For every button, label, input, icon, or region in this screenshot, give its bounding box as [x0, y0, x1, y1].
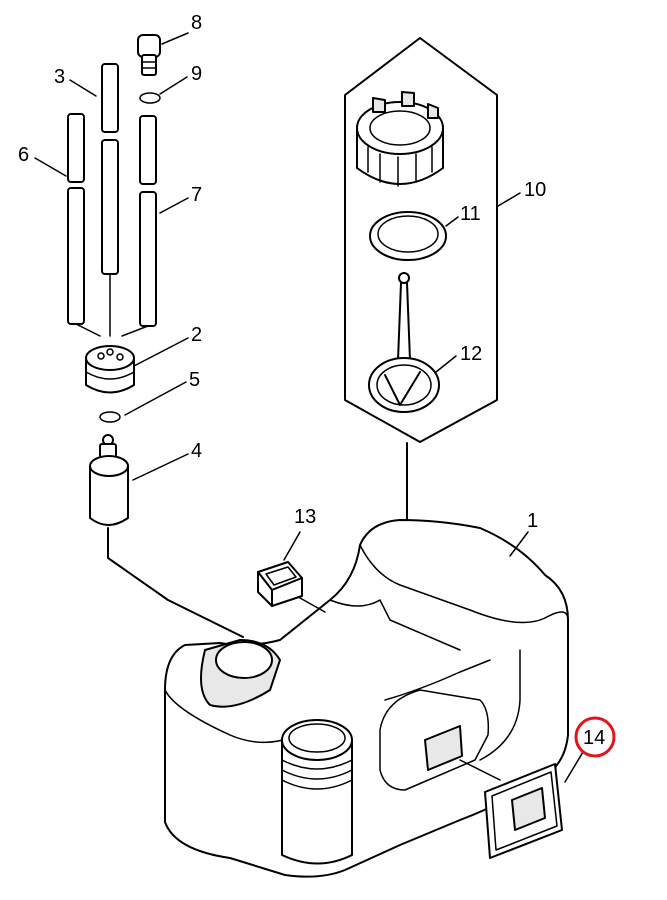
callout-10: 10 — [524, 179, 546, 201]
grommet — [85, 345, 135, 394]
fuel-line — [107, 527, 244, 638]
o-ring-5 — [99, 411, 121, 423]
callout-13: 13 — [294, 506, 316, 528]
callout-11: 11 — [460, 203, 481, 225]
fuel-tank — [164, 519, 569, 878]
vent-cap — [137, 34, 161, 76]
fuel-tubes — [67, 63, 157, 337]
fuel-filter — [89, 434, 129, 526]
o-ring-9 — [139, 92, 161, 104]
callout-labels: 8 9 3 6 7 2 5 4 10 11 12 13 1 14 — [18, 12, 616, 758]
grommet-13 — [257, 561, 326, 613]
plate-14 — [459, 759, 563, 859]
gasket-ring — [369, 211, 447, 261]
callout-12: 12 — [460, 343, 482, 365]
callout-7: 7 — [191, 184, 202, 206]
fuel-cap-assembly-frame — [344, 37, 498, 443]
callout-9: 9 — [191, 63, 202, 85]
callout-1: 1 — [527, 510, 538, 532]
leader-lines — [34, 32, 584, 783]
callout-3: 3 — [54, 66, 65, 88]
fuel-cap — [356, 91, 444, 187]
callout-8: 8 — [191, 12, 202, 34]
callout-2: 2 — [191, 324, 202, 346]
callout-4: 4 — [191, 440, 202, 462]
cap-strap — [368, 272, 440, 413]
callout-14: 14 — [583, 727, 605, 749]
callout-5: 5 — [189, 369, 200, 391]
highlight-circle — [574, 716, 616, 758]
callout-6: 6 — [18, 144, 29, 166]
